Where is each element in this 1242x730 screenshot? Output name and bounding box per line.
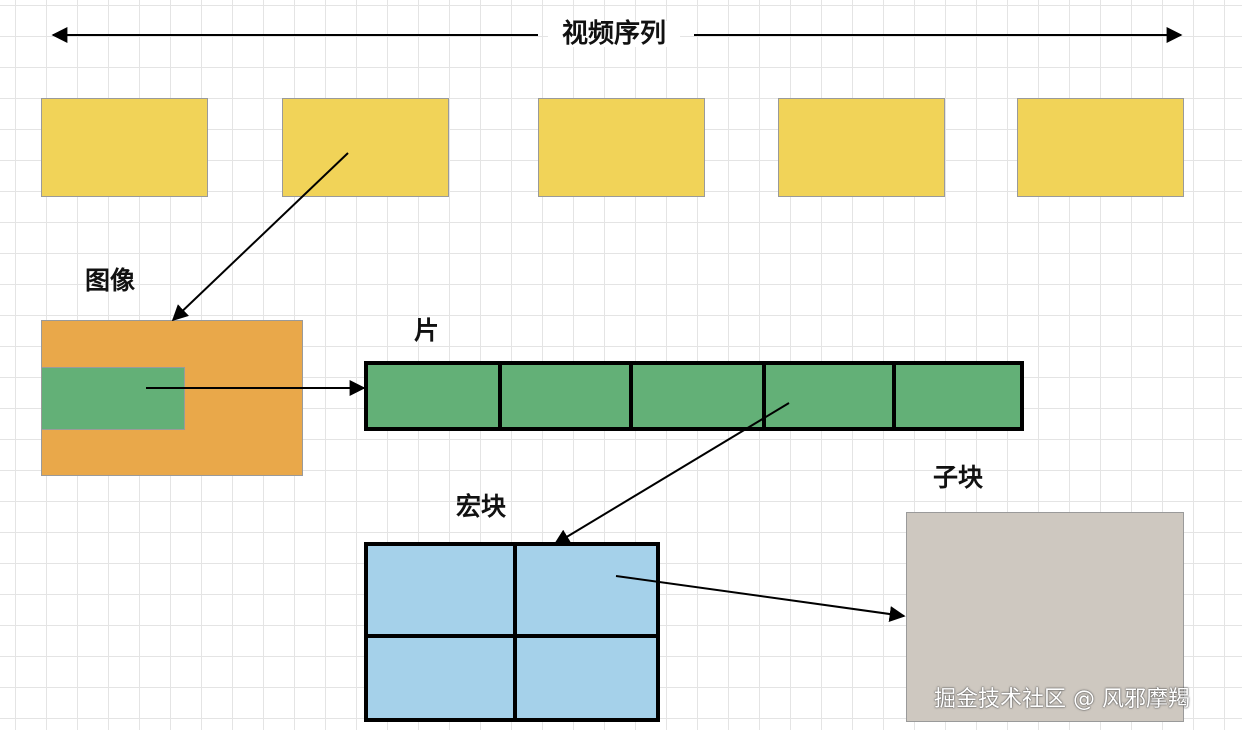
macroblock-cell-4 — [513, 634, 656, 718]
picture-label: 图像 — [85, 266, 136, 295]
slice-strip — [364, 361, 1024, 431]
slice-label: 片 — [414, 316, 440, 345]
video-frame-3 — [538, 98, 705, 197]
watermark-text: 掘金技术社区 @ 风邪摩羯 — [934, 687, 1190, 712]
macroblock-cell-1 — [368, 546, 513, 634]
macroblock-grid — [364, 542, 660, 722]
macroblock-cell-2 — [513, 546, 656, 634]
subblock-label: 子块 — [933, 463, 984, 492]
slice-cell-2 — [498, 365, 629, 427]
macroblock-cell-3 — [368, 634, 513, 718]
picture-slice-region — [41, 367, 185, 430]
video-frame-4 — [778, 98, 945, 197]
video-frame-2 — [282, 98, 449, 197]
slice-cell-1 — [368, 365, 498, 427]
slice-cell-5 — [892, 365, 1020, 427]
macroblock-label: 宏块 — [456, 492, 507, 521]
slice-cell-3 — [629, 365, 762, 427]
video-sequence-title: 视频序列 — [548, 21, 681, 47]
video-frame-1 — [41, 98, 208, 197]
subblock-box — [906, 512, 1184, 722]
video-frame-5 — [1017, 98, 1184, 197]
slice-cell-4 — [762, 365, 892, 427]
